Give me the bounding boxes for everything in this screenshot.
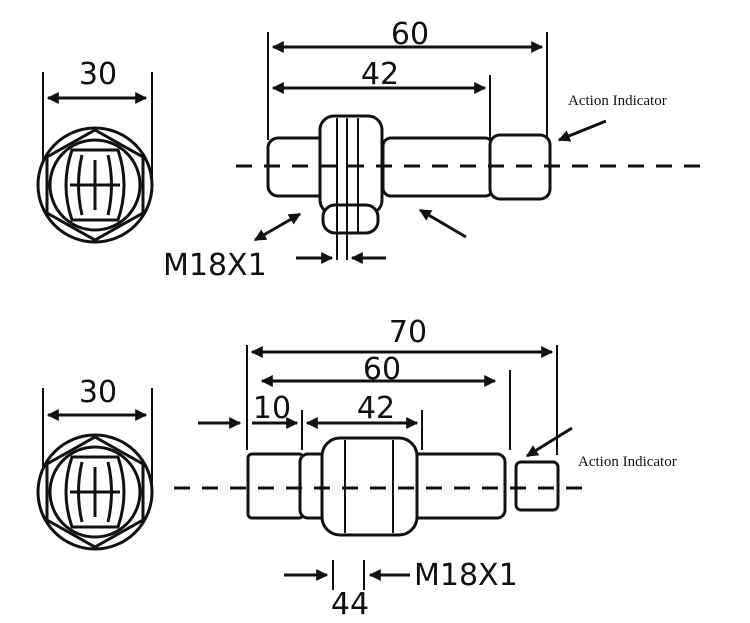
top-end-width-label: 30 — [79, 57, 117, 92]
bottom-thread-spec-label: M18X1 — [414, 558, 518, 593]
top-thread-length-label: 42 — [361, 57, 399, 92]
bottom-thread-length-label: 42 — [357, 391, 395, 426]
bottom-end-width-label: 30 — [79, 375, 117, 410]
bottom-unthreaded-length-label: 10 — [253, 391, 291, 426]
bottom-side-view — [174, 345, 590, 590]
top-end-view — [36, 72, 154, 244]
bottom-nut-width-label: 44 — [331, 587, 369, 622]
top-action-indicator-label: Action Indicator — [568, 93, 667, 109]
bottom-total-length-label: 70 — [389, 315, 427, 350]
top-side-view — [236, 32, 712, 264]
bottom-body-length-label: 60 — [363, 352, 401, 387]
top-total-length-label: 60 — [391, 17, 429, 52]
top-thread-spec-label: M18X1 — [163, 248, 267, 283]
bottom-action-indicator-label: Action Indicator — [578, 454, 677, 470]
bottom-end-view — [36, 388, 154, 551]
